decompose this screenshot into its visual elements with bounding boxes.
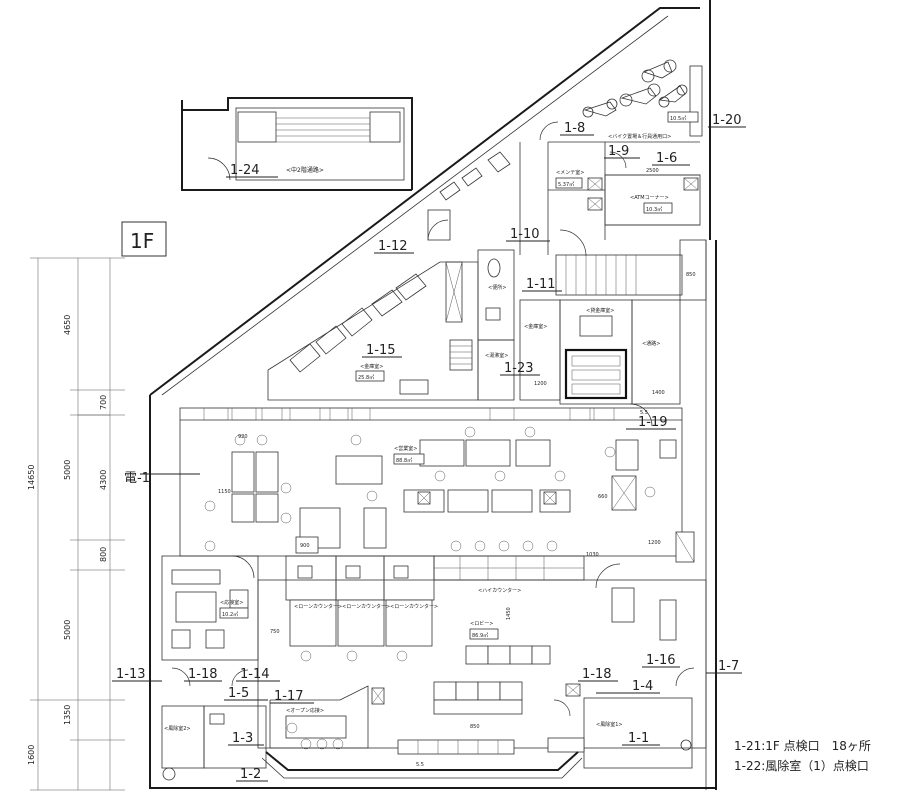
room-atm: <ATMコーナー>: [630, 195, 669, 201]
room-storage: <金庫室>: [360, 363, 383, 370]
legend-line-2: 1-22:風除室（1）点検口: [734, 758, 869, 773]
dim-55b: 5.5: [416, 762, 424, 768]
hatch-label: 1-17: [274, 689, 304, 704]
dim-850a: 850: [686, 272, 696, 278]
legend-notes: 1-21:1F 点検口 18ヶ所 1-22:風除室（1）点検口: [734, 739, 871, 773]
hatch-label: 1-19: [638, 415, 668, 430]
hatch-label: 1-9: [608, 144, 629, 159]
dim-660: 660: [598, 494, 608, 500]
hatch-label: 1-11: [526, 277, 556, 292]
storage-room: <金庫室> 25.8㎡: [267, 261, 479, 401]
hatch-label: 1-20: [712, 113, 742, 128]
vault-area: <貸金庫室> <通路> 1400: [559, 299, 681, 427]
room-open-counter: <オープン応接>: [286, 707, 324, 714]
hatch-label: 1-7: [718, 659, 739, 674]
entrance-canopy: 5.5: [261, 739, 583, 779]
hatch-label: 1-15: [366, 343, 396, 358]
office-room: <営業室> 88.8㎡ 1150 920 660 1200 5.5: [179, 407, 683, 557]
hatch-label: 1-14: [240, 667, 270, 682]
dim-5000b: 5000: [63, 620, 72, 640]
dim-1400: 1400: [652, 390, 665, 396]
wc-pantry: <便所> <湯沸室> <金庫室> 1200: [477, 249, 561, 401]
hatch-label: 1-3: [232, 731, 253, 746]
area-reception: 10.2㎡: [222, 611, 238, 618]
svg-text:1F: 1F: [130, 229, 154, 253]
room-maint: <メンテ室>: [556, 169, 584, 176]
hatch-label: 1-18: [582, 667, 612, 682]
legend-line-1: 1-21:1F 点検口 18ヶ所: [734, 739, 871, 753]
room-loan-2: <ローンカウンター>: [342, 603, 390, 610]
mezzanine-passage: <中2階通路>: [181, 97, 413, 191]
hatch-label: 1-24: [230, 163, 260, 178]
label-elec-1: 電-1: [124, 471, 150, 486]
dim-850b: 850: [470, 724, 480, 730]
area-storage: 25.8㎡: [358, 374, 374, 381]
hatch-labels: 1-1 1-2 1-3 1-4 1-5 1-6 1-7 1-8 1-9 1-10…: [112, 113, 746, 782]
dim-5000a: 5000: [63, 460, 72, 480]
hatch-label: 1-23: [504, 361, 534, 376]
dim-1030: 1030: [586, 552, 599, 558]
floor-label: 1F: [121, 221, 167, 257]
dim-14650: 14650: [27, 465, 36, 490]
dim-55a: 5.5: [640, 410, 648, 416]
loan-counters: <ローンカウンター> <ローンカウンター> <ローンカウンター> 900 750: [270, 536, 438, 662]
high-counter: <ハイカウンター> 1030: [433, 552, 621, 594]
stair-core: 850: [555, 239, 707, 301]
room-loan-1: <ローンカウンター>: [294, 603, 342, 610]
hatch-label: 1-5: [228, 686, 249, 701]
dim-1150: 1150: [218, 489, 231, 495]
hatch-label: 1-6: [656, 151, 677, 166]
windbreak-rooms: <風除室2> <風除室1>: [161, 667, 695, 769]
open-counter: <オープン応接>: [269, 685, 369, 750]
room-lobby: <ロビー>: [470, 620, 493, 627]
hatch-label: 1-1: [628, 731, 649, 746]
hatch-label: 1-2: [240, 767, 261, 782]
room-reception: <応接室>: [220, 599, 243, 606]
area-office: 88.8㎡: [396, 457, 412, 464]
left-dimension-chain: 4650 14650 700 5000 4300 800 5000 1350 1…: [27, 257, 125, 791]
room-loan-3: <ローンカウンター>: [390, 603, 438, 610]
room-pantry: <湯沸室>: [485, 352, 508, 359]
room-bike: <バイク置場＆行員通用口>: [608, 133, 671, 140]
hatch-label: 1-4: [632, 679, 653, 694]
dim-1450: 1450: [506, 607, 512, 620]
room-high-counter: <ハイカウンター>: [478, 587, 521, 594]
area-atm: 10.3㎡: [646, 206, 662, 213]
hatch-label: 1-12: [378, 239, 408, 254]
area-bike: 10.5㎡: [670, 115, 686, 122]
dim-1200b: 1200: [648, 540, 661, 546]
hatch-label: 1-13: [116, 667, 146, 682]
room-safe-deposit: <貸金庫室>: [586, 307, 614, 314]
bike-atm-zone: <バイク置場＆行員通用口> 10.5㎡ <メンテ室> 5.37㎡ <ATMコーナ…: [519, 59, 703, 257]
hatch-label: 1-8: [564, 121, 585, 136]
dim-2500: 2500: [646, 168, 659, 174]
room-mezzanine: <中2階通路>: [286, 166, 324, 174]
room-passage: <通路>: [642, 340, 660, 347]
hatch-label: 1-16: [646, 653, 676, 668]
hatch-label: 1-10: [510, 227, 540, 242]
area-maint: 5.37㎡: [558, 181, 574, 188]
room-windbreak-2: <風除室2>: [164, 725, 191, 732]
dim-800: 800: [99, 547, 108, 562]
room-windbreak-1: <風除室1>: [596, 721, 623, 728]
dim-920: 920: [238, 434, 248, 440]
diagonal-details: [427, 121, 559, 241]
dim-1200a: 1200: [534, 381, 547, 387]
room-vault: <金庫室>: [524, 323, 547, 330]
room-office: <営業室>: [394, 445, 417, 452]
room-wc: <便所>: [488, 284, 506, 291]
reception-room: <応接室> 10.2㎡: [161, 555, 259, 661]
hatch-label: 1-18: [188, 667, 218, 682]
dim-700: 700: [99, 395, 108, 410]
building-outline: [149, 0, 717, 790]
dim-1350: 1350: [63, 705, 72, 725]
dim-4300: 4300: [99, 470, 108, 490]
area-lobby: 86.9㎡: [472, 632, 488, 639]
dim-4650: 4650: [63, 315, 72, 335]
dim-900: 900: [300, 543, 310, 549]
dim-750: 750: [270, 629, 280, 635]
dim-1600: 1600: [27, 745, 36, 765]
